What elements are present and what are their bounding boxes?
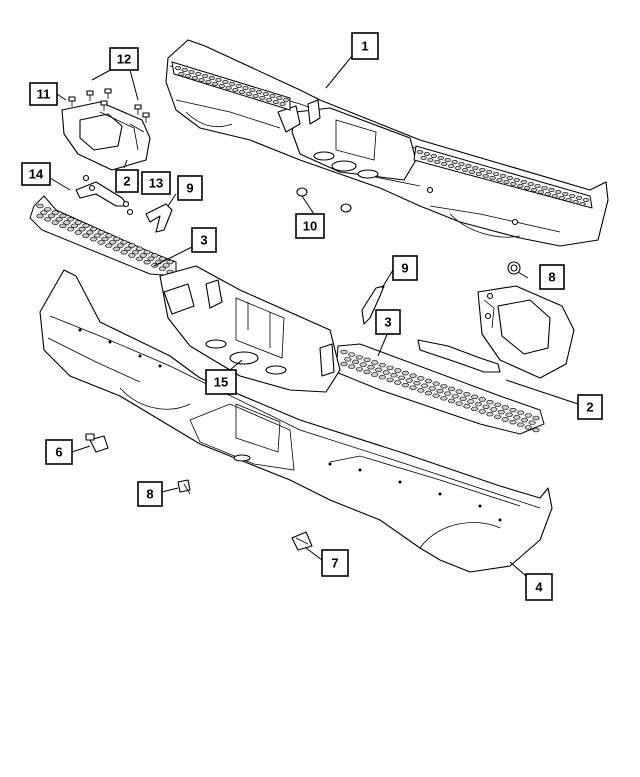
callout-9-left: 9 [177, 175, 203, 201]
clip-7 [291, 531, 313, 551]
callout-13: 13 [141, 171, 171, 195]
callout-8-right: 8 [539, 264, 565, 290]
callout-9-right: 9 [392, 255, 418, 281]
bolt-8-left [177, 479, 191, 495]
callout-2-right: 2 [577, 394, 603, 420]
svg-text:8: 8 [146, 487, 153, 502]
callout-12: 12 [109, 47, 139, 71]
brace-right [417, 339, 501, 373]
svg-text:2: 2 [586, 400, 593, 415]
svg-text:9: 9 [401, 261, 408, 276]
svg-text:9: 9 [186, 181, 193, 196]
svg-text:6: 6 [55, 445, 62, 460]
step-pad [29, 195, 545, 435]
svg-text:10: 10 [303, 219, 317, 234]
lower-bumper-fascia [39, 265, 553, 573]
upper-bumper-assembly [165, 39, 609, 247]
step-bracket-right [361, 285, 385, 325]
svg-text:3: 3 [384, 315, 391, 330]
callout-7: 7 [321, 549, 349, 577]
svg-text:14: 14 [29, 167, 44, 182]
callout-6: 6 [45, 439, 73, 465]
callout-10: 10 [295, 213, 325, 239]
svg-text:1: 1 [361, 39, 368, 54]
callout-3-lower: 3 [375, 309, 401, 335]
callout-8-left: 8 [137, 481, 163, 507]
svg-text:7: 7 [331, 556, 338, 571]
svg-text:8: 8 [548, 270, 555, 285]
callout-4: 4 [525, 573, 553, 601]
svg-text:11: 11 [37, 87, 51, 102]
callout-3-upper: 3 [191, 227, 217, 253]
fastener-set-upper [68, 88, 150, 123]
svg-text:4: 4 [535, 580, 543, 595]
callout-11: 11 [29, 82, 58, 106]
svg-text:2: 2 [123, 174, 130, 189]
callout-1: 1 [351, 32, 379, 60]
clip-6 [85, 433, 109, 453]
callout-15: 15 [205, 369, 237, 395]
svg-text:3: 3 [200, 233, 207, 248]
step-bracket-left [145, 203, 173, 233]
svg-text:12: 12 [117, 52, 131, 67]
plug-pair [296, 187, 352, 213]
svg-text:15: 15 [214, 375, 228, 390]
svg-text:13: 13 [149, 176, 163, 191]
callout-14: 14 [21, 162, 51, 186]
callout-2-left: 2 [115, 169, 139, 193]
mounting-bracket-right [477, 285, 575, 379]
nut-right [507, 261, 521, 275]
mounting-bracket-left [61, 101, 151, 171]
